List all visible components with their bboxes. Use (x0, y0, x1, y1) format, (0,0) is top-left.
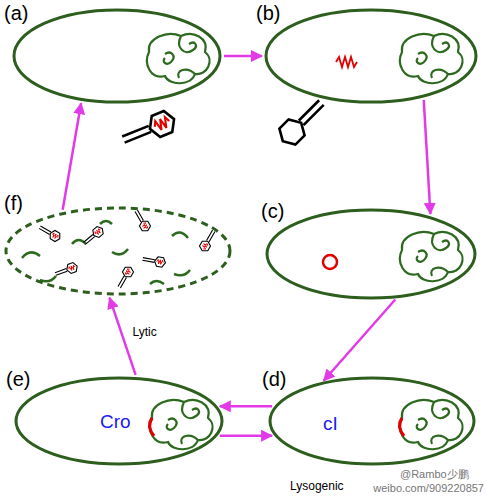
panel-letter: (a) (4, 2, 28, 25)
protein-name: cI (323, 413, 338, 435)
circular-dna (323, 255, 337, 269)
watermark: weibo.com/909220857 (373, 482, 484, 495)
injected-dna (336, 57, 357, 67)
cell-membrane (6, 208, 230, 294)
cell: (c) (265, 208, 477, 300)
cell-membrane (270, 378, 474, 464)
watermark: @Rambo少鹏 (400, 468, 469, 481)
cycle-arrow (224, 55, 262, 58)
panel-letter: (b) (256, 2, 280, 25)
cycle-arrow (220, 434, 272, 437)
cell: (f) (4, 206, 232, 296)
phage-progeny (37, 208, 218, 289)
cell: (e)Cro (14, 376, 224, 466)
cell-membrane (16, 378, 222, 464)
cycle-arrow (424, 100, 431, 214)
cycle-arrow (324, 300, 396, 381)
cell-membrane (266, 10, 476, 102)
cell-outline (12, 8, 222, 104)
pathway-label: Lytic (131, 326, 159, 340)
cell-outline (4, 206, 232, 296)
panel-letter: (f) (4, 192, 23, 215)
cell-outline (268, 376, 476, 466)
cycle-arrow (220, 405, 272, 408)
cell: (a) (12, 8, 222, 104)
cell: (d)cI (268, 376, 476, 466)
cell-membrane (14, 10, 220, 102)
pathway-label: Lysogenic (290, 480, 344, 494)
cell-outline (265, 208, 477, 300)
protein-name: Cro (100, 411, 131, 433)
cell-membrane (267, 210, 475, 298)
cell-outline (264, 8, 478, 104)
panel-letter: (e) (6, 368, 30, 391)
panel-letter: (d) (262, 368, 286, 391)
cell: (b) (264, 8, 478, 104)
cycle-arrow (63, 103, 81, 210)
panel-letter: (c) (261, 200, 284, 223)
cell-debris (22, 221, 190, 284)
phage (119, 95, 329, 150)
chromosome (147, 34, 463, 449)
